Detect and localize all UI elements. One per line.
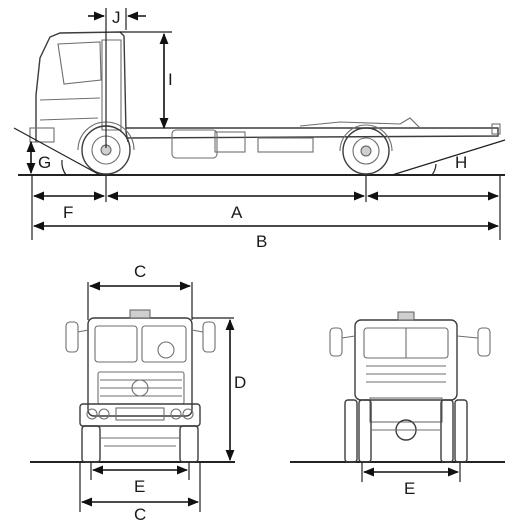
label-c-top: C <box>134 262 146 281</box>
rear-right-mirror <box>477 327 491 357</box>
rear-axle <box>369 397 443 441</box>
departure-angle-line <box>391 139 506 176</box>
label-j: J <box>112 8 121 27</box>
front-bumper <box>79 403 201 427</box>
front-right-tire <box>179 425 199 463</box>
front-right-mirror <box>202 321 216 353</box>
rear-right-tire-outer <box>454 399 468 463</box>
rear-right-tire-inner <box>440 399 454 463</box>
front-view: C D E C <box>30 262 246 522</box>
rear-left-tire-inner <box>358 399 372 463</box>
label-h: H <box>455 153 467 172</box>
side-view: J I G H F A B <box>13 8 506 251</box>
label-d: D <box>234 373 246 392</box>
label-a: A <box>231 203 243 222</box>
side-cab <box>29 31 129 143</box>
label-i: I <box>168 70 173 89</box>
rear-view: E <box>290 311 505 498</box>
side-chassis <box>125 117 501 159</box>
side-rear-wheel <box>339 124 393 175</box>
rear-cab <box>354 311 458 401</box>
label-e-rear: E <box>404 479 415 498</box>
label-e-front: E <box>134 477 145 496</box>
rear-left-mirror <box>329 327 343 357</box>
label-b: B <box>256 232 267 251</box>
rear-left-tire-outer <box>344 399 358 463</box>
front-cab <box>87 309 193 417</box>
approach-angle-line <box>13 127 101 176</box>
front-left-tire <box>81 425 101 463</box>
front-left-mirror <box>65 321 79 353</box>
label-c-bottom: C <box>134 505 146 522</box>
label-g: G <box>38 153 51 172</box>
label-f: F <box>63 203 73 222</box>
